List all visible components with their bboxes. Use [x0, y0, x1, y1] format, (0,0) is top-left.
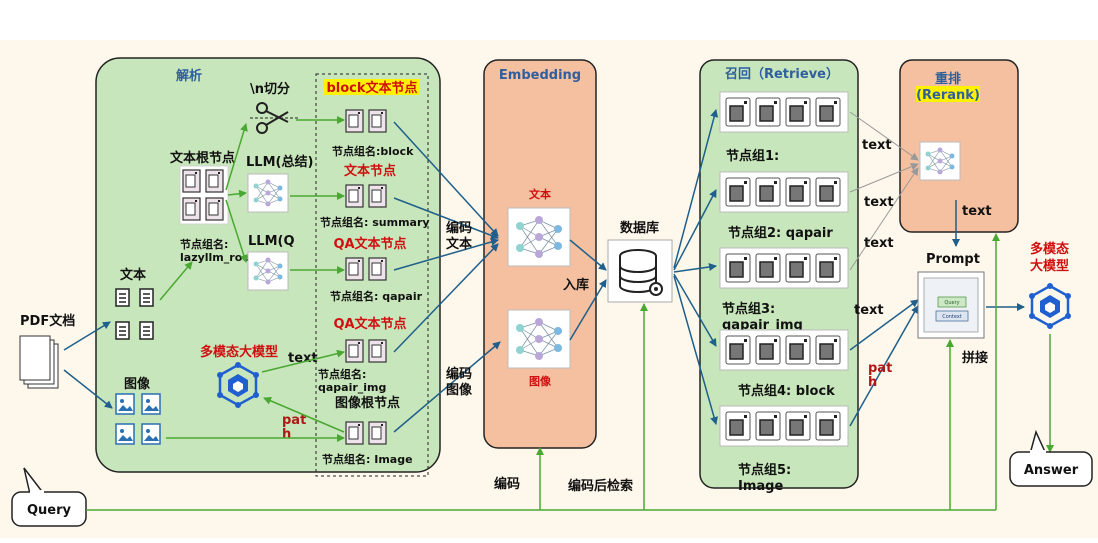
- pdf-label: PDF文档: [20, 313, 75, 329]
- prompt-concat-label: 拼接: [962, 350, 988, 366]
- embed-image-label: 图像: [529, 374, 552, 388]
- retrieve-row-1: [719, 91, 849, 133]
- retrieve-group-5-sub: Image: [738, 479, 783, 494]
- retrieve-text-2: text: [864, 195, 894, 210]
- encode-text-2: 文本: [446, 236, 472, 252]
- retrieve-row-5: [719, 405, 849, 447]
- retrieve-title: 召回（Retrieve）: [725, 66, 839, 82]
- retrieve-row-3: [719, 247, 849, 289]
- encode-image-2: 图像: [446, 382, 473, 398]
- rerank-model-icon: [919, 141, 961, 181]
- retrieve-group-2: 节点组2: qapair: [728, 225, 833, 241]
- image-label: 图像: [124, 376, 151, 392]
- prompt-query-chip: Query: [944, 300, 959, 306]
- prompt-icon: [917, 271, 985, 339]
- retrieve-row-4: [719, 329, 849, 371]
- embed-text-label: 文本: [529, 187, 551, 201]
- llm-q-icon: [247, 251, 289, 291]
- group-summary-label: 节点组名: summary: [320, 215, 430, 229]
- answer-label: Answer: [1024, 463, 1079, 478]
- query-label: Query: [27, 503, 72, 518]
- rerank-title-en: (Rerank): [916, 88, 980, 103]
- embed-image-icon: [507, 309, 571, 369]
- prompt-context-chip: Context: [942, 314, 962, 320]
- parse-path-label-2: h: [282, 427, 291, 442]
- parse-mm-llm-label: 多模态大模型: [200, 344, 278, 360]
- qa-node-title-1: QA文本节点: [333, 236, 406, 252]
- encode-image-1: 编码: [446, 366, 472, 382]
- retrieve-group-3: 节点组3:: [722, 301, 775, 317]
- db-title: 数据库: [620, 220, 659, 236]
- text-root-icon: [179, 165, 229, 225]
- retrieve-group-5: 节点组5:: [738, 462, 791, 478]
- group-qapair-img-label-2: qapair_img: [318, 381, 386, 394]
- final-mm-llm-2: 大模型: [1030, 258, 1069, 274]
- retrieve-text-1: text: [862, 138, 892, 153]
- retrieve-row-2: [719, 171, 849, 213]
- rerank-title-highlight: [916, 86, 980, 102]
- encode-text-1: 编码: [446, 220, 472, 236]
- group-qapair-label: 节点组名: qapair: [330, 289, 423, 303]
- group-block-label: 节点组名:block: [332, 144, 414, 158]
- rerank-arrows: [849, 111, 960, 427]
- encode-bottom-label: 编码: [494, 476, 520, 492]
- text-label: 文本: [120, 267, 146, 283]
- rerank-title-zh: 重排: [935, 71, 961, 87]
- embedding-title: Embedding: [499, 68, 581, 83]
- group-qapair-img-label-1: 节点组名:: [318, 367, 366, 381]
- parse-path-label-1: pat: [282, 413, 306, 428]
- db-search-label: 编码后检索: [568, 478, 633, 494]
- retrieve-path-1: pat: [868, 361, 892, 376]
- db-store-label: 入库: [563, 277, 589, 293]
- block-title-highlight: [324, 79, 420, 95]
- llm-summary-label: LLM(总结): [246, 154, 313, 170]
- retrieve-text-4: text: [854, 303, 884, 318]
- embed-text-icon: [507, 207, 571, 267]
- parse-arrows: [63, 116, 501, 442]
- retrieve-group-1: 节点组1:: [726, 148, 779, 164]
- retrieve-group-3-sub: qapair_img: [722, 318, 803, 333]
- retrieve-text-3: text: [864, 236, 894, 251]
- parse-text-arrow-label: text: [288, 351, 318, 366]
- prompt-title: Prompt: [926, 252, 980, 267]
- qa-node-title-2: QA文本节点: [333, 316, 406, 332]
- retrieve-path-2: h: [868, 375, 877, 390]
- text-root-title: 文本根节点: [170, 150, 235, 166]
- llm-summary-icon: [247, 173, 289, 213]
- group-image-label: 节点组名: Image: [322, 452, 413, 466]
- query-lines: [86, 233, 1000, 511]
- llm-q-label: LLM(Q: [248, 234, 295, 249]
- final-mm-llm-1: 多模态: [1030, 241, 1069, 257]
- image-root-title: 图像根节点: [335, 395, 400, 411]
- pdf-icon: [19, 335, 59, 389]
- rerank-text-out: text: [962, 204, 992, 219]
- text-root-group-2: lazyllm_root: [180, 251, 255, 264]
- text-node-title: 文本节点: [344, 163, 396, 179]
- split-label: \n切分: [250, 81, 290, 97]
- query-bubble: [11, 467, 87, 527]
- block-node-title: block文本节点: [326, 80, 417, 96]
- node-group-box: [315, 73, 429, 477]
- final-arrows: [986, 303, 1054, 453]
- parse-title: 解析: [175, 68, 202, 84]
- retrieve-group-4: 节点组4: block: [738, 383, 835, 399]
- scissors-icon: [250, 102, 300, 134]
- text-root-group-1: 节点组名:: [180, 237, 228, 251]
- answer-bubble: [1009, 429, 1093, 487]
- db-arrows: [569, 109, 719, 425]
- database-icon: [607, 239, 673, 303]
